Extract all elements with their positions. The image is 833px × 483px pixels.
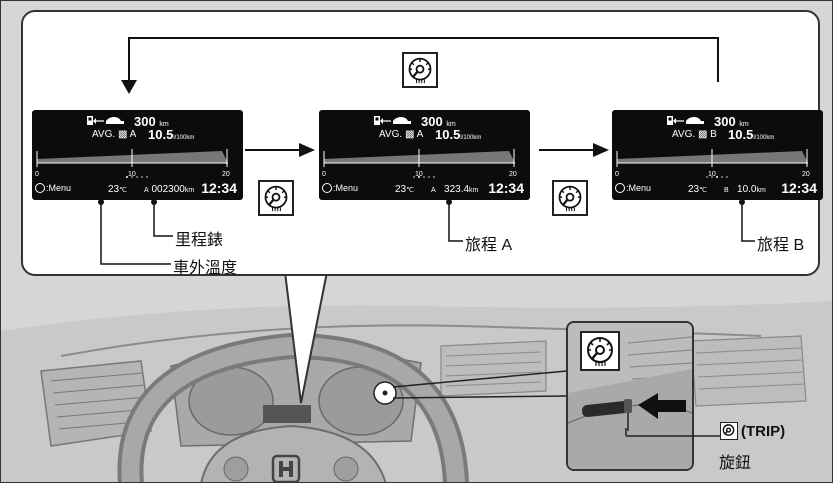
fuel-economy-readout: 10.5l/100km xyxy=(148,127,195,142)
trip-knob-closeup xyxy=(568,323,692,469)
menu-hint: :Menu xyxy=(322,183,358,193)
trip-knob-label: (TRIP) xyxy=(720,422,785,440)
fuel-economy-gauge: 0 10 20 xyxy=(322,149,517,178)
trip-a-label: 旅程 A xyxy=(465,237,513,254)
svg-text:20: 20 xyxy=(802,171,810,178)
outside-temp-label: 車外溫度 xyxy=(173,260,238,277)
trip-dial-icon-top xyxy=(402,52,438,88)
fuel-pump-icon: ▩ xyxy=(697,129,708,140)
trip-b-readout: B 10.0km xyxy=(724,184,766,195)
menu-hint: :Menu xyxy=(35,183,71,193)
display-odometer: 300 km AVG. ▩ A 10.5l/100km 0 10 20 :Men… xyxy=(32,110,243,200)
fuel-range-icon xyxy=(667,116,704,125)
trip-dial-icon-left xyxy=(258,180,294,216)
svg-text:10: 10 xyxy=(415,171,423,178)
odometer-readout: A 002300km xyxy=(144,184,195,195)
display-trip-b: 300 km AVG. ▩ B 10.5l/100km 0 10 20 :Men… xyxy=(612,110,823,200)
fuel-pump-icon: ▩ xyxy=(404,129,415,140)
inset-trip-dial-icon xyxy=(580,331,620,371)
honda-logo-icon xyxy=(271,454,301,482)
menu-knob-icon xyxy=(615,183,625,193)
svg-text:0: 0 xyxy=(322,171,326,178)
fuel-range-icon xyxy=(87,116,124,125)
svg-text:0: 0 xyxy=(615,171,619,178)
avg-label: AVG. ▩ A xyxy=(92,129,137,140)
knob-leader-line xyxy=(625,428,720,437)
trip-knob-inset xyxy=(566,321,694,471)
fuel-economy-gauge: 0 10 20 xyxy=(615,149,810,178)
svg-text:20: 20 xyxy=(222,171,230,178)
trip-b-label: 旅程 B xyxy=(757,237,805,254)
fuel-range-icon xyxy=(374,116,411,125)
range-readout: 300 km xyxy=(421,114,456,129)
fuel-economy-gauge: 0 10 20 xyxy=(35,149,230,178)
fuel-pump-icon: ▩ xyxy=(117,129,128,140)
svg-text:0: 0 xyxy=(35,171,39,178)
outside-temp-readout: 23℃ xyxy=(688,184,707,195)
speedometer-dial-icon xyxy=(720,422,738,440)
svg-text:10: 10 xyxy=(708,171,716,178)
clock-readout: 12:34 xyxy=(201,180,237,196)
range-readout: 300 km xyxy=(714,114,749,129)
clock-readout: 12:34 xyxy=(488,180,524,196)
menu-knob-icon xyxy=(35,183,45,193)
clock-readout: 12:34 xyxy=(781,180,817,196)
cycle-arrows xyxy=(98,37,755,265)
odometer-label: 里程錶 xyxy=(175,232,224,249)
display-callout: 300 km AVG. ▩ A 10.5l/100km 0 10 20 :Men… xyxy=(21,10,823,277)
trip-dial-icon-right xyxy=(552,180,588,216)
range-readout: 300 km xyxy=(134,114,169,129)
avg-label: AVG. ▩ B xyxy=(672,129,717,140)
outside-temp-readout: 23℃ xyxy=(395,184,414,195)
display-trip-a: 300 km AVG. ▩ A 10.5l/100km 0 10 20 :Men… xyxy=(319,110,530,200)
fuel-economy-readout: 10.5l/100km xyxy=(435,127,482,142)
avg-label: AVG. ▩ A xyxy=(379,129,424,140)
trip-a-readout: A 323.4km xyxy=(431,184,479,195)
menu-knob-icon xyxy=(322,183,332,193)
outside-temp-readout: 23℃ xyxy=(108,184,127,195)
fuel-economy-readout: 10.5l/100km xyxy=(728,127,775,142)
svg-text:10: 10 xyxy=(128,171,136,178)
knob-label: 旋鈕 xyxy=(719,453,752,472)
svg-text:20: 20 xyxy=(509,171,517,178)
menu-hint: :Menu xyxy=(615,183,651,193)
